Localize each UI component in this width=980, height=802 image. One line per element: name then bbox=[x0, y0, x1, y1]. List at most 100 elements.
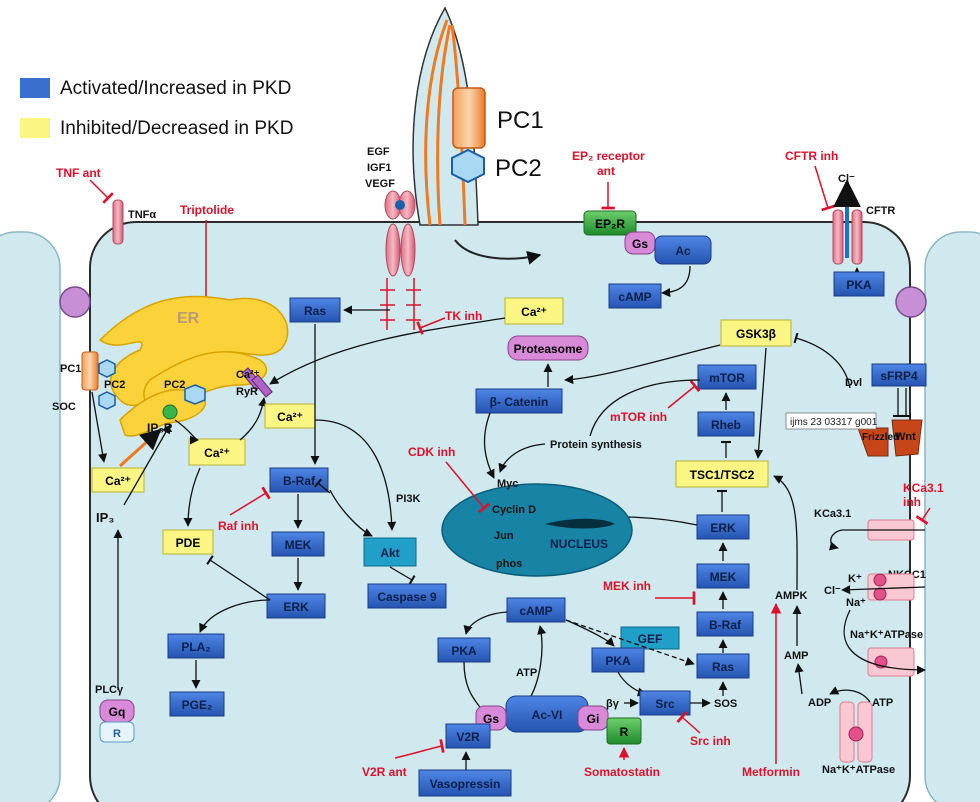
erk-left-label: ERK bbox=[283, 600, 309, 614]
pc1-label: PC1 bbox=[497, 107, 544, 134]
tnfa-label: TNFα bbox=[128, 209, 156, 221]
sos-label: SOS bbox=[714, 698, 737, 710]
gq-label: Gq bbox=[109, 705, 126, 719]
vasopressin-label: Vasopressin bbox=[430, 777, 501, 791]
proteasome-label: Proteasome bbox=[514, 342, 583, 356]
erk-left-box bbox=[266, 593, 326, 619]
mtor-inh-label: mTOR inh bbox=[610, 410, 667, 424]
mtor-box bbox=[697, 364, 757, 390]
ep2r-box bbox=[583, 210, 637, 236]
ca-top-box bbox=[504, 297, 564, 325]
ras-label: Ras bbox=[304, 304, 326, 318]
frizzled-label: Frizzled bbox=[862, 432, 899, 443]
tk-inh-label: TK inh bbox=[445, 309, 482, 323]
tnf-ant-label: TNF ant bbox=[56, 166, 101, 180]
v2r-label: V2R bbox=[456, 730, 480, 744]
legend-inhibited: Inhibited/Decreased in PKD bbox=[60, 118, 293, 139]
ip3-label: IP₃ bbox=[96, 510, 114, 525]
v2r-box bbox=[445, 723, 491, 749]
soc-label: SOC bbox=[52, 401, 76, 413]
pka-bottom-right-label: PKA bbox=[605, 654, 631, 668]
camp-top-box bbox=[608, 283, 662, 309]
kca-inh-line1: KCa3.1 bbox=[903, 481, 944, 495]
tight-junction-left bbox=[59, 286, 91, 318]
myc-label: Myc bbox=[497, 478, 518, 490]
mek-label: MEK bbox=[285, 538, 312, 552]
metformin-label: Metformin bbox=[742, 765, 800, 779]
src-box bbox=[639, 690, 691, 716]
braf-right-label: B-Raf bbox=[709, 618, 742, 632]
triptolide-label: Triptolide bbox=[180, 203, 234, 217]
camp-top-label: cAMP bbox=[618, 290, 651, 304]
er-label: ER bbox=[177, 310, 200, 327]
mek-right-label: MEK bbox=[710, 570, 737, 584]
tight-junction-right bbox=[895, 286, 927, 318]
atp-right-label: ATP bbox=[872, 697, 893, 709]
legend-swatch-activated bbox=[20, 78, 50, 98]
cftr-right-half bbox=[851, 209, 863, 265]
cftr-label: CFTR bbox=[866, 205, 895, 217]
src-label: Src bbox=[655, 697, 675, 711]
tsc-box bbox=[675, 460, 769, 488]
mek-right-box bbox=[696, 563, 750, 589]
frizzled-shape bbox=[857, 427, 889, 457]
legend-swatch-inhibited bbox=[20, 118, 50, 138]
gsk3b-label: GSK3β bbox=[736, 327, 776, 341]
bcatenin-label: β- Catenin bbox=[490, 395, 549, 409]
acvi-label: Ac-VI bbox=[532, 708, 563, 722]
pc1-cilium-receptor bbox=[452, 87, 486, 149]
ac-top-box bbox=[654, 235, 712, 265]
mek-inh-label: MEK inh bbox=[603, 579, 651, 593]
pc2-left-label: PC2 bbox=[104, 379, 125, 391]
na-label: Na⁺ bbox=[846, 597, 866, 609]
rheb-label: Rheb bbox=[711, 418, 741, 432]
pge2-label: PGE₂ bbox=[182, 698, 213, 712]
gsk3b-box bbox=[720, 319, 792, 347]
cftr-inh-label: CFTR inh bbox=[785, 149, 838, 163]
amp-label: AMP bbox=[784, 650, 808, 662]
pge2-box bbox=[169, 691, 225, 717]
ca-ryr-box-label: Ca²⁺ bbox=[277, 410, 303, 424]
r-bottom-box bbox=[606, 717, 642, 745]
vasopressin-box bbox=[418, 769, 512, 797]
figure-tooltip bbox=[785, 412, 877, 430]
dvl-label: Dvl bbox=[845, 377, 862, 389]
cyclin-label: Cyclin D bbox=[492, 504, 536, 516]
mek-box bbox=[271, 531, 325, 557]
cl-top-label: Cl⁻ bbox=[838, 173, 855, 185]
pc1-left-label: PC1 bbox=[60, 363, 81, 375]
pc1-membrane-box bbox=[81, 351, 99, 391]
nucleus bbox=[441, 483, 633, 577]
tooltip-label: ijms 23 03317 g001 bbox=[790, 417, 878, 428]
caspase9-box bbox=[367, 583, 447, 609]
protein-synthesis-label: Protein synthesis bbox=[550, 439, 642, 451]
nucleus-label: NUCLEUS bbox=[550, 537, 608, 551]
pc2-label: PC2 bbox=[495, 155, 542, 182]
gi-bottom-label: Gi bbox=[587, 712, 600, 726]
ep2-ant-line2: ant bbox=[597, 164, 615, 178]
ras-box bbox=[289, 297, 341, 323]
rheb-box bbox=[697, 411, 755, 437]
sfrp4-box bbox=[871, 363, 927, 387]
atp-bottom-label: ATP bbox=[516, 667, 537, 679]
pka-bottom-right-box bbox=[591, 647, 645, 673]
ca-soc-box bbox=[91, 467, 145, 493]
kca31-label: KCa3.1 bbox=[814, 508, 851, 520]
nak-atpase-bottom-label: Na⁺K⁺ATPase bbox=[822, 764, 895, 776]
gf-egf: EGF bbox=[367, 146, 390, 158]
pka-top-label: PKA bbox=[846, 278, 872, 292]
tnfa-receptor bbox=[112, 199, 124, 245]
caspase9-label: Caspase 9 bbox=[377, 590, 437, 604]
braf-label: B-Raf bbox=[283, 474, 316, 488]
pka-bottom-left-box bbox=[437, 637, 491, 663]
gs-top-label: Gs bbox=[632, 237, 648, 251]
braf-right-box bbox=[696, 611, 754, 637]
raf-inh-label: Raf inh bbox=[218, 519, 259, 533]
nak-atpase-top-label: Na⁺K⁺ATPase bbox=[850, 629, 923, 641]
pla2-label: PLA₂ bbox=[181, 640, 210, 654]
gf-vegf: VEGF bbox=[365, 178, 395, 190]
kca-inh-line2: inh bbox=[903, 495, 921, 509]
neighbor-cell-left bbox=[0, 231, 61, 802]
pc2-er-label: PC2 bbox=[164, 379, 185, 391]
